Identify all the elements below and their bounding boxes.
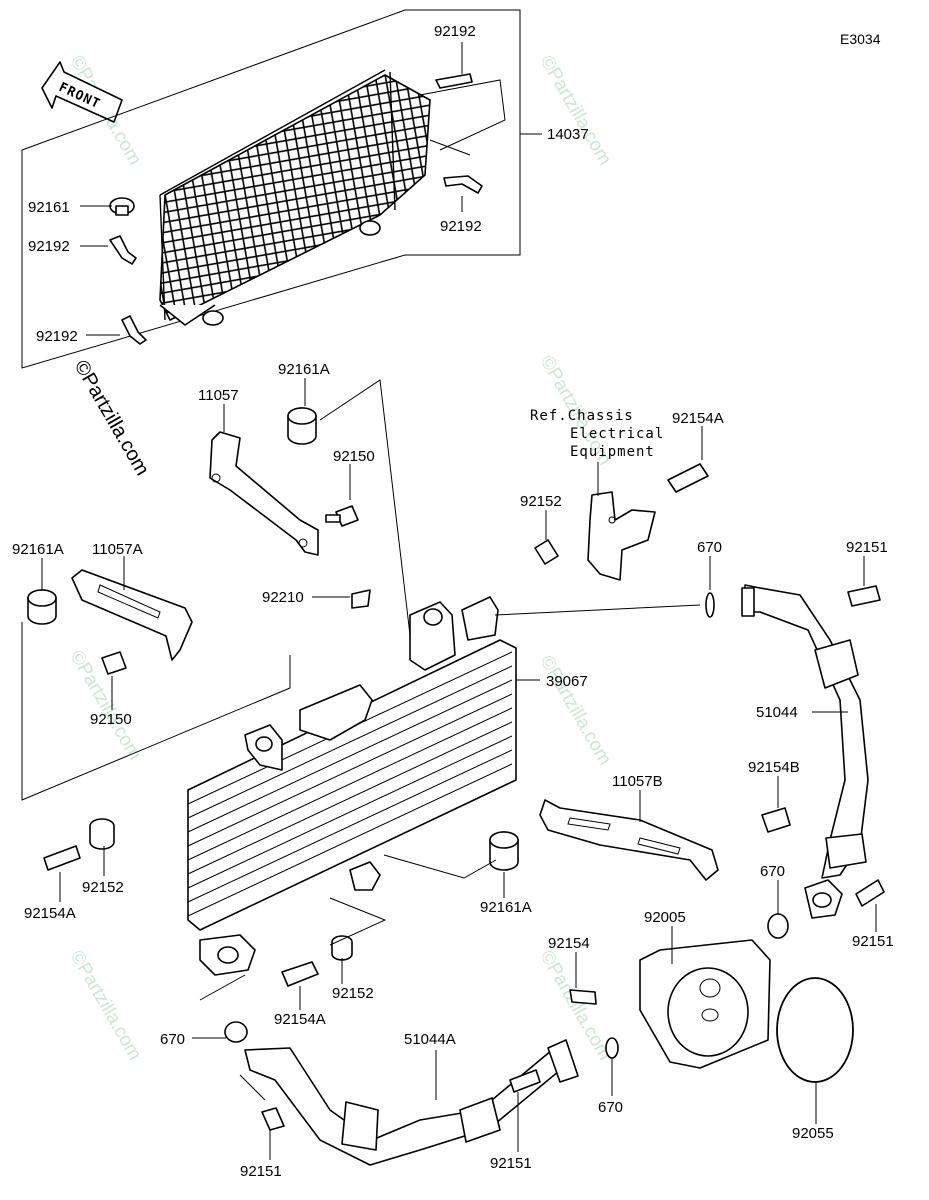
watermark-6: ©Partzilla.com <box>66 947 146 1064</box>
label-92192-mid: 92192 <box>440 218 482 235</box>
screen-group-frame <box>21 9 521 369</box>
label-92152-top: 92152 <box>520 493 562 510</box>
hose-51044A <box>43 818 579 1166</box>
filter-housing-92005 <box>569 939 854 1083</box>
hose-clips <box>109 73 483 345</box>
leader-lines <box>21 42 877 1160</box>
label-92192-top: 92192 <box>434 23 476 40</box>
label-92151-bottom-mid: 92151 <box>490 1155 532 1172</box>
watermark-dark: ©Partzilla.com <box>70 357 154 480</box>
label-92192-left-2: 92192 <box>36 328 78 345</box>
oil-cooler-39067 <box>187 589 517 976</box>
label-92152-bottom: 92152 <box>332 985 374 1002</box>
reference-note-line-2: Electrical <box>570 426 664 442</box>
label-670-bottom: 670 <box>598 1099 623 1116</box>
label-92154: 92154 <box>548 935 590 952</box>
label-92192-left-1: 92192 <box>28 238 70 255</box>
label-92154A-left: 92154A <box>24 905 76 922</box>
label-92154A-bottom: 92154A <box>274 1011 326 1028</box>
label-14037: 14037 <box>547 126 589 143</box>
bracket-11057B <box>489 799 791 881</box>
label-670-top: 670 <box>697 539 722 556</box>
reference-note: Ref.Chassis Electrical Equipment <box>530 408 664 496</box>
label-92152-left: 92152 <box>82 879 124 896</box>
label-51044A: 51044A <box>404 1031 456 1048</box>
diagram-code: E3034 <box>840 31 881 47</box>
label-11057A: 11057A <box>92 541 143 558</box>
label-92151-top: 92151 <box>846 539 888 556</box>
label-92005: 92005 <box>644 909 686 926</box>
chassis-bracket <box>534 463 709 581</box>
watermark-2: ©Partzilla.com <box>536 52 616 169</box>
label-92055: 92055 <box>792 1125 834 1142</box>
label-51044: 51044 <box>756 704 798 721</box>
watermark-5: ©Partzilla.com <box>536 652 616 769</box>
label-92150-top: 92150 <box>333 448 375 465</box>
label-92154B: 92154B <box>748 759 800 776</box>
label-92154A-top: 92154A <box>672 410 724 427</box>
reference-note-line-1: Ref.Chassis <box>530 408 634 424</box>
label-92161A-left: 92161A <box>12 541 64 558</box>
label-39067: 39067 <box>546 673 588 690</box>
watermark-7: ©Partzilla.com <box>536 947 616 1064</box>
label-92150-left: 92150 <box>90 711 132 728</box>
label-11057B: 11057B <box>612 773 663 790</box>
label-92161A-mid: 92161A <box>480 899 532 916</box>
reference-note-line-3: Equipment <box>570 444 655 460</box>
label-92151-bottom-left: 92151 <box>240 1163 282 1180</box>
label-670-right: 670 <box>760 863 785 880</box>
bracket-11057A <box>27 569 193 675</box>
label-11057: 11057 <box>198 387 239 404</box>
radiator-screen-14037 <box>159 69 506 326</box>
label-670-left: 670 <box>160 1031 185 1048</box>
bracket-11057 <box>209 407 359 556</box>
label-92151-right: 92151 <box>852 933 894 950</box>
label-92161A-top: 92161A <box>278 361 330 378</box>
label-92161: 92161 <box>28 199 70 216</box>
part-labels: 92192 14037 92192 92161 92192 92192 1105… <box>12 23 894 1180</box>
label-92210: 92210 <box>262 589 304 606</box>
hose-51044 <box>705 584 885 939</box>
